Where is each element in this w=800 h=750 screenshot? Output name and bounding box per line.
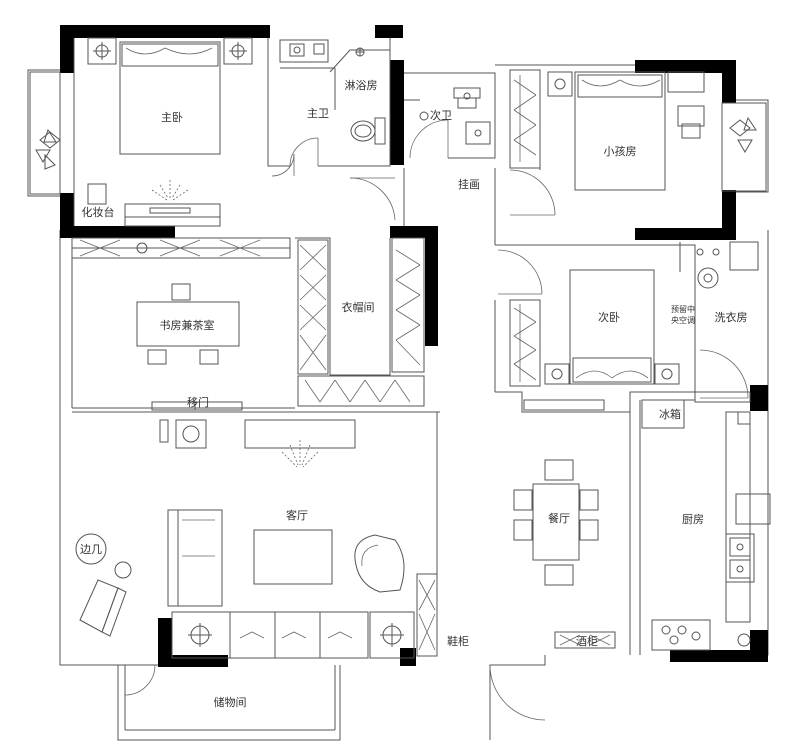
- label-hanging-painting: 挂画: [458, 177, 480, 191]
- walls: [60, 25, 768, 667]
- toilet-icon: [453, 87, 481, 109]
- armchair-icon: [79, 561, 132, 637]
- label-walk-in-closet: 衣帽间: [342, 300, 375, 314]
- label-shoe-cabinet: 鞋柜: [447, 634, 469, 648]
- shower-head-icon: [355, 47, 365, 57]
- kids-room: [495, 64, 767, 216]
- label-dining-room: 餐厅: [548, 511, 570, 525]
- label-master-bedroom: 主卧: [161, 111, 183, 124]
- label-master-bath: 主卫: [307, 107, 329, 120]
- kitchen: [629, 399, 771, 655]
- plant-icon: [729, 116, 757, 153]
- hallway: [349, 168, 496, 245]
- second-bedroom: [494, 244, 696, 413]
- stove-icon: [661, 625, 701, 645]
- walk-in-closet: [295, 237, 425, 407]
- second-bath: [404, 72, 496, 159]
- plant-icon: [35, 128, 61, 170]
- label-fridge: 冰箱: [659, 407, 681, 421]
- label-study-tea-room: 书房兼茶室: [160, 318, 215, 332]
- dining-room: [489, 459, 616, 721]
- label-second-bedroom: 次卧: [598, 310, 620, 324]
- label-second-bath: 次卫: [430, 108, 452, 122]
- storage-room: [124, 664, 336, 731]
- study-room: [71, 237, 291, 411]
- label-laundry-room: 洗衣房: [715, 310, 748, 324]
- toilet-icon: [350, 117, 386, 145]
- label-sliding-door: 移门: [187, 395, 209, 409]
- nightstand-lamp-icon: [223, 37, 253, 65]
- master-bedroom: [29, 37, 295, 227]
- label-storage-room: 储物间: [214, 695, 247, 709]
- side-table: [75, 533, 107, 565]
- label-kids-room: 小孩房: [604, 145, 637, 158]
- label-side-table: 边几: [80, 543, 102, 556]
- label-kitchen: 厨房: [682, 513, 704, 526]
- living-room: [75, 419, 438, 659]
- laundry-room: [679, 241, 759, 403]
- shower-head-icon: [419, 111, 429, 121]
- master-bath: [267, 38, 391, 167]
- label-living-room: 客厅: [286, 508, 308, 522]
- sink-icon: [465, 121, 491, 145]
- label-central-ac: 预留中央空调: [671, 304, 695, 325]
- label-wine-cabinet: 酒柜: [576, 635, 598, 648]
- nightstand-lamp-icon: [87, 37, 117, 65]
- room-labels: 主卧 主卫 淋浴房 次卫 小孩房 化妆台 挂画 书房兼茶室 衣帽间 次卧 洗衣房…: [80, 79, 748, 709]
- label-vanity: 化妆台: [82, 205, 115, 219]
- label-shower-room: 淋浴房: [345, 79, 378, 92]
